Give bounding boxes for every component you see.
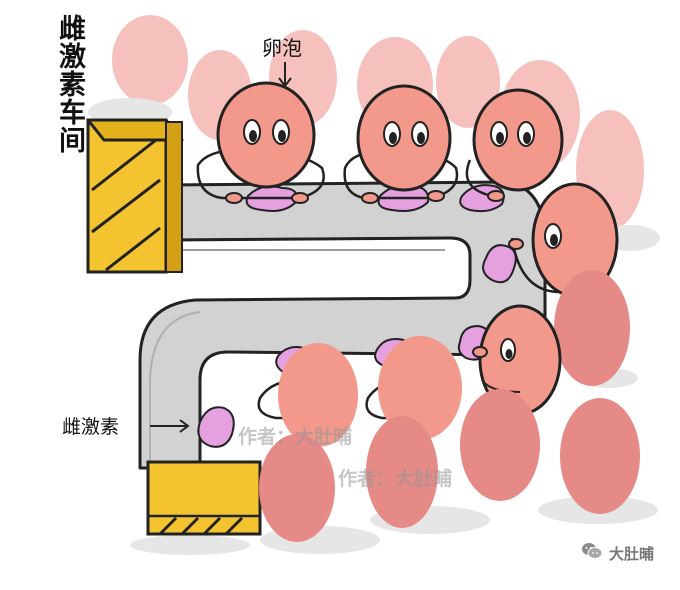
author-name: 大肚晡	[608, 544, 654, 563]
page-title: 雌激素车间	[54, 14, 85, 154]
follicle-1	[196, 81, 325, 204]
follicle-5	[554, 270, 630, 386]
author-credit: 大肚晡	[581, 542, 654, 564]
follicle-label: 卵泡	[262, 36, 302, 60]
annotation-arrows	[150, 62, 292, 433]
follicle-3	[465, 88, 564, 202]
follicle-row-top	[196, 81, 564, 204]
raw-material-box	[86, 118, 184, 274]
estrogen-label: 雌激素	[62, 416, 120, 438]
wechat-icon	[581, 542, 603, 564]
watermark: 作者：大肚晡	[338, 468, 453, 490]
follicle-2	[343, 84, 459, 204]
output-box	[146, 460, 262, 536]
follicle-row-right	[472, 182, 630, 416]
follicle-6	[472, 304, 562, 416]
watermark: 作者：大肚晡	[238, 426, 353, 448]
follicle-4	[508, 182, 619, 298]
follicle-row-bottom	[257, 336, 640, 542]
